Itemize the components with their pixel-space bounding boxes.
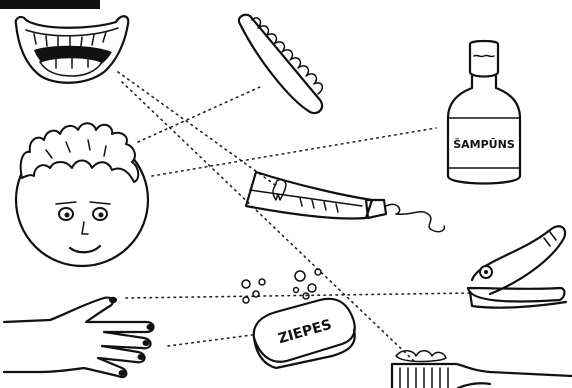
soap-bubbles-icon bbox=[242, 269, 321, 303]
line-hand-soap bbox=[168, 335, 252, 346]
shampoo-label: ŠAMPŪNS bbox=[453, 138, 515, 151]
corner-tab bbox=[0, 0, 100, 9]
toothbrush-icon bbox=[392, 351, 572, 388]
comb-icon bbox=[239, 15, 322, 113]
soap-label: ZIEPES bbox=[276, 317, 333, 347]
line-hair-shampoo bbox=[152, 128, 436, 176]
connector-lines bbox=[118, 72, 472, 362]
shampoo-bottle-icon: ŠAMPŪNS bbox=[448, 41, 520, 184]
mouth-icon bbox=[16, 16, 129, 83]
line-hair-comb bbox=[138, 86, 262, 142]
line-hand-nailclipper bbox=[126, 293, 472, 298]
hand-icon bbox=[4, 297, 154, 377]
toothpaste-tube-icon bbox=[246, 172, 444, 232]
nail-clipper-icon bbox=[468, 226, 566, 307]
line-mouth-toothbrush bbox=[122, 82, 415, 362]
boy-face-icon bbox=[16, 123, 148, 266]
soap-bar-icon: ZIEPES bbox=[254, 299, 355, 368]
